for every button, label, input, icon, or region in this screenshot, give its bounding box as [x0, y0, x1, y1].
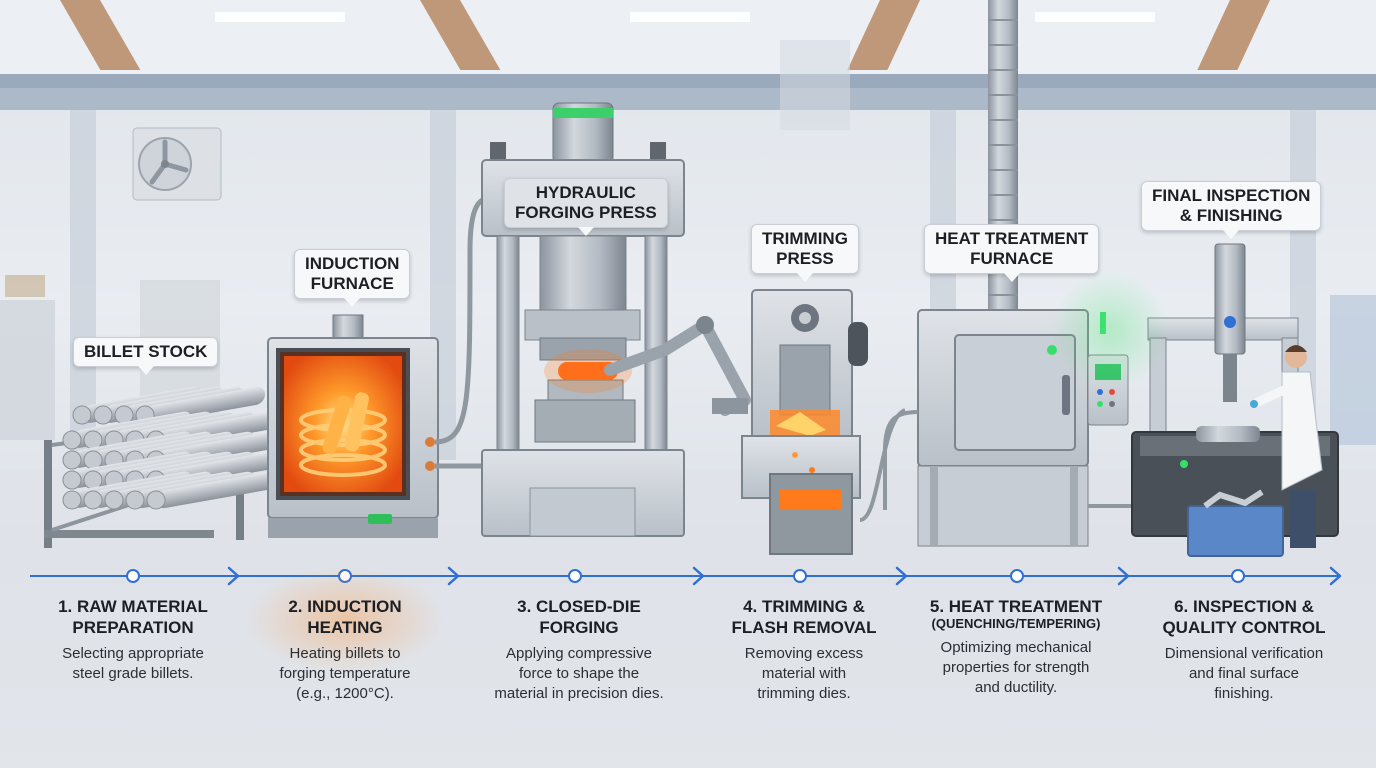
step-desc: Dimensional verification and final surfa… [1164, 645, 1324, 702]
callout-billet-stock: BILLET STOCK [73, 337, 219, 375]
trimming-press [741, 289, 907, 555]
step-title: 4. TRIMMING & FLASH REMOVAL [731, 597, 877, 637]
timeline-node-icon [793, 569, 807, 583]
flow-arrow-icon [447, 566, 460, 586]
billet-end [72, 405, 92, 425]
step-5: 5. HEAT TREATMENT (QUENCHING/TEMPERING) … [911, 596, 1121, 698]
heat-treatment-furnace [883, 309, 1140, 547]
billet-end [125, 490, 145, 510]
flow-arrow-icon [1329, 566, 1342, 586]
billet-stock-rack [44, 386, 276, 548]
timeline-node-icon [338, 569, 352, 583]
induction-furnace [267, 195, 491, 538]
step-2: 2. INDUCTION HEATING Heating billets to … [240, 596, 450, 704]
step-6: 6. INSPECTION & QUALITY CONTROL Dimensio… [1139, 596, 1349, 704]
step-desc: Applying compressive force to shape the … [494, 645, 664, 702]
step-1: 1. RAW MATERIAL PREPARATION Selecting ap… [28, 596, 238, 684]
billet-end [83, 470, 103, 490]
step-desc: Optimizing mechanical properties for str… [940, 639, 1092, 696]
step-3: 3. CLOSED-DIE FORGING Applying compressi… [474, 596, 684, 704]
flow-arrow-icon [1117, 566, 1130, 586]
step-title: 2. INDUCTION HEATING [288, 597, 402, 637]
flow-arrow-icon [692, 566, 705, 586]
timeline-node-icon [568, 569, 582, 583]
callout-trimming-press: TRIMMING PRESS [751, 224, 859, 282]
billet [156, 471, 276, 509]
flow-arrow-icon [895, 566, 908, 586]
timeline [30, 566, 1342, 586]
step-title: 5. HEAT TREATMENT [929, 597, 1103, 616]
callout-induction-furnace: INDUCTION FURNACE [294, 249, 411, 307]
callout-final-inspection: FINAL INSPECTION & FINISHING [1141, 181, 1322, 239]
billet-end [62, 450, 82, 470]
step-desc: Removing excess material with trimming d… [744, 645, 864, 702]
timeline-node-icon [126, 569, 140, 583]
flow-arrow-icon [227, 566, 240, 586]
callout-heat-treatment-furnace: HEAT TREATMENT FURNACE [924, 224, 1100, 282]
billet-end [62, 470, 82, 490]
inspection-station [1131, 243, 1339, 557]
billet-end [104, 490, 124, 510]
billet-end [83, 430, 103, 450]
step-title: 3. CLOSED-DIE FORGING [517, 597, 641, 637]
billet-end [83, 450, 103, 470]
timeline-node-icon [1010, 569, 1024, 583]
billet-end [83, 490, 103, 510]
billet-end [146, 490, 166, 510]
step-4: 4. TRIMMING & FLASH REMOVAL Removing exc… [699, 596, 909, 704]
step-title: 6. INSPECTION & QUALITY CONTROL [1162, 597, 1326, 637]
hydraulic-forging-press [481, 102, 751, 537]
step-subtitle: (QUENCHING/TEMPERING) [931, 616, 1101, 631]
step-title: 1. RAW MATERIAL PREPARATION [58, 597, 208, 637]
callout-hydraulic-press: HYDRAULIC FORGING PRESS [504, 178, 668, 236]
billet-end [93, 405, 113, 425]
step-desc: Selecting appropriate steel grade billet… [62, 645, 204, 682]
step-desc: Heating billets to forging temperature (… [279, 645, 411, 702]
billet-end [62, 430, 82, 450]
timeline-node-icon [1231, 569, 1245, 583]
fan-icon [132, 127, 222, 201]
billet-end [62, 490, 82, 510]
